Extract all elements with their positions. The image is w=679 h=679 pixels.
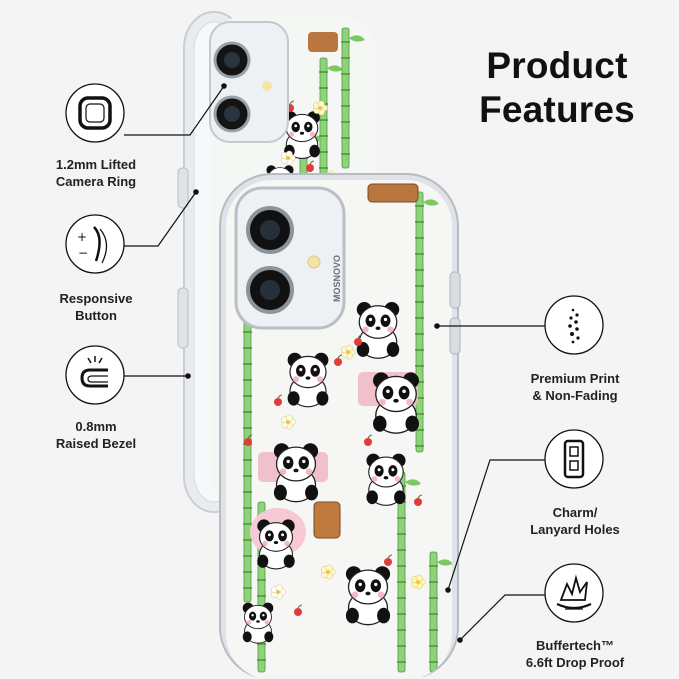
- panda-illustration: [287, 352, 329, 408]
- flower-illustration: [313, 100, 328, 116]
- page-title: Product Features: [452, 44, 662, 132]
- brand-logo-text: MOSNOVO: [332, 255, 342, 302]
- feature-label-lanyard-holes: Charm/ Lanyard Holes: [530, 505, 620, 537]
- panda-illustration: [257, 519, 295, 570]
- panda-illustration: [242, 602, 274, 644]
- flower-illustration: [411, 574, 426, 590]
- apple-illustration: [384, 554, 393, 566]
- svg-text:+: +: [77, 230, 87, 244]
- apple-illustration: [354, 334, 363, 346]
- lanyard-hole-icon: [544, 429, 604, 489]
- bamboo-illustration: [341, 27, 365, 169]
- flower-illustration: [281, 150, 296, 166]
- feature-label-responsive-button: Responsive Button: [59, 291, 133, 323]
- apple-illustration: [334, 354, 343, 366]
- shock-absorb-icon: [544, 563, 604, 623]
- panda-illustration: [345, 566, 391, 626]
- feature-label-raised-bezel: 0.8mm Raised Bezel: [55, 419, 137, 451]
- apple-illustration: [294, 604, 303, 616]
- flower-illustration: [271, 584, 286, 600]
- camera-ring-icon: [65, 83, 125, 143]
- apple-illustration: [306, 160, 315, 172]
- apple-illustration: [364, 434, 373, 446]
- feature-label-premium-print: Premium Print & Non-Fading: [530, 371, 620, 403]
- apple-illustration: [244, 434, 253, 446]
- flower-illustration: [281, 414, 296, 430]
- bamboo-illustration: [397, 471, 421, 673]
- apple-illustration: [274, 394, 283, 406]
- title-line-1: Product: [486, 45, 628, 86]
- flower-illustration: [341, 344, 356, 360]
- front-phone-case: MOSNOVO: [219, 173, 461, 677]
- flower-illustration: [321, 564, 336, 580]
- panda-illustration: [273, 443, 319, 503]
- button-icon: + −: [65, 214, 125, 274]
- title-line-2: Features: [479, 89, 635, 130]
- feature-label-drop-proof: Buffertech™ 6.6ft Drop Proof: [525, 638, 625, 670]
- panda-illustration: [366, 453, 406, 506]
- panda-illustration: [373, 372, 419, 434]
- panda-illustration: [356, 302, 400, 359]
- print-dots-icon: [544, 295, 604, 355]
- svg-text:−: −: [78, 246, 88, 260]
- bezel-icon: [65, 345, 125, 405]
- panda-illustration: [284, 111, 320, 159]
- feature-label-camera-ring: 1.2mm Lifted Camera Ring: [55, 157, 137, 189]
- bamboo-illustration: [429, 551, 452, 673]
- apple-illustration: [414, 494, 423, 506]
